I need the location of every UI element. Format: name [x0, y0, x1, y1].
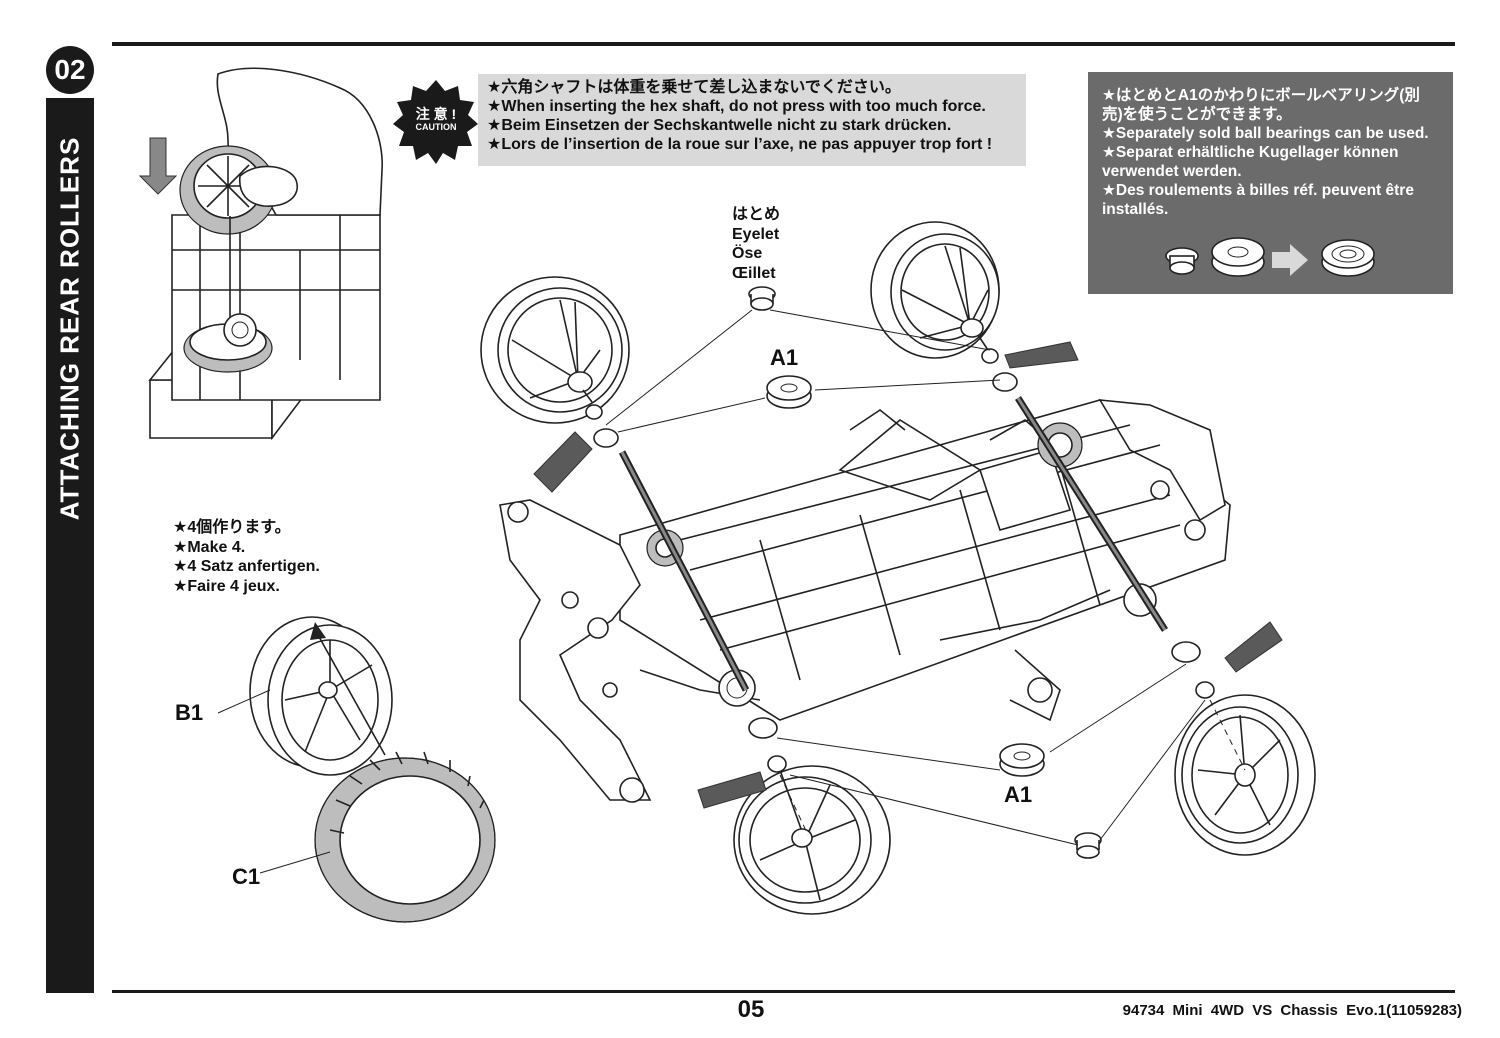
inset-hand-pressing-wheel: [138, 67, 383, 441]
part-label-c1: C1: [232, 864, 261, 889]
caution-line-en: ★When inserting the hex shaft, do not pr…: [487, 98, 986, 115]
part-label-a1-top: A1: [770, 345, 799, 370]
eyelet-label-en: Eyelet: [732, 225, 780, 243]
bearing-illustration: [1165, 237, 1375, 277]
part-label-a1-bottom: A1: [1004, 782, 1033, 807]
wheel-front-right: [870, 221, 1000, 359]
hex-shafts: [618, 396, 1168, 692]
footer-product-code: 94734 Mini 4WD VS Chassis Evo.1(11059283…: [1122, 1002, 1462, 1019]
part-label-b1: B1: [175, 700, 204, 725]
caution-badge: 注 意 ! CAUTION: [397, 80, 475, 158]
caution-line-jp: ★六角シャフトは体重を乗せて差し込まないでください。: [487, 79, 901, 96]
side-title-bar: [46, 98, 94, 993]
make-note-en: ★Make 4.: [173, 538, 246, 556]
make-note-fr: ★Faire 4 jeux.: [173, 577, 280, 595]
info-line-de: ★Separat erhältliche Kugellager können v…: [1102, 144, 1399, 180]
wheel-front-left: [480, 276, 630, 424]
page-number: 05: [737, 996, 765, 1023]
eyelet-label-de: Öse: [732, 245, 763, 262]
step-number: 02: [46, 46, 94, 94]
eyelet-label: はとめ Eyelet Öse Œillet: [732, 205, 780, 283]
info-line-jp: ★はとめとA1のかわりにボールベアリング(別売)を使うことができます。: [1102, 87, 1420, 123]
caution-badge-en: CAUTION: [415, 121, 457, 132]
eyelet-label-fr: Œillet: [732, 264, 776, 282]
make-note-de: ★4 Satz anfertigen.: [173, 558, 320, 575]
bottom-rule: [112, 990, 1455, 993]
caution-badge-icon: [393, 80, 478, 164]
eyelets-and-a1-spacers: [585, 286, 1246, 859]
make-four-note: ★4個作ります。 ★Make 4. ★4 Satz anfertigen. ★F…: [173, 518, 320, 596]
caution-line-fr: ★Lors de l’insertion de la roue sur l’ax…: [487, 136, 993, 153]
caution-text: ★六角シャフトは体重を乗せて差し込まないでください。 ★When inserti…: [487, 78, 992, 154]
vs-chassis: [499, 399, 1231, 803]
eyelet-label-jp: はとめ: [732, 206, 781, 223]
make-note-jp: ★4個作ります。: [173, 519, 291, 536]
wheel-rear-right: [1174, 694, 1316, 856]
wheel-rear-left: [733, 765, 891, 915]
ball-bearing-info-text: ★はとめとA1のかわりにボールベアリング(別売)を使うことができます。 ★Sep…: [1102, 86, 1436, 219]
info-line-en: ★Separately sold ball bearings can be us…: [1102, 125, 1429, 142]
caution-badge-jp: 注 意 !: [415, 105, 457, 122]
grease-tube-icons: [533, 341, 1283, 809]
top-rule: [112, 42, 1455, 46]
caution-panel: [478, 74, 1026, 166]
rim-b1-and-tire-c1: [217, 616, 496, 923]
caution-line-de: ★Beim Einsetzen der Sechskantwelle nicht…: [487, 117, 952, 134]
info-line-fr: ★Des roulements à billes réf. peuvent êt…: [1102, 182, 1414, 218]
